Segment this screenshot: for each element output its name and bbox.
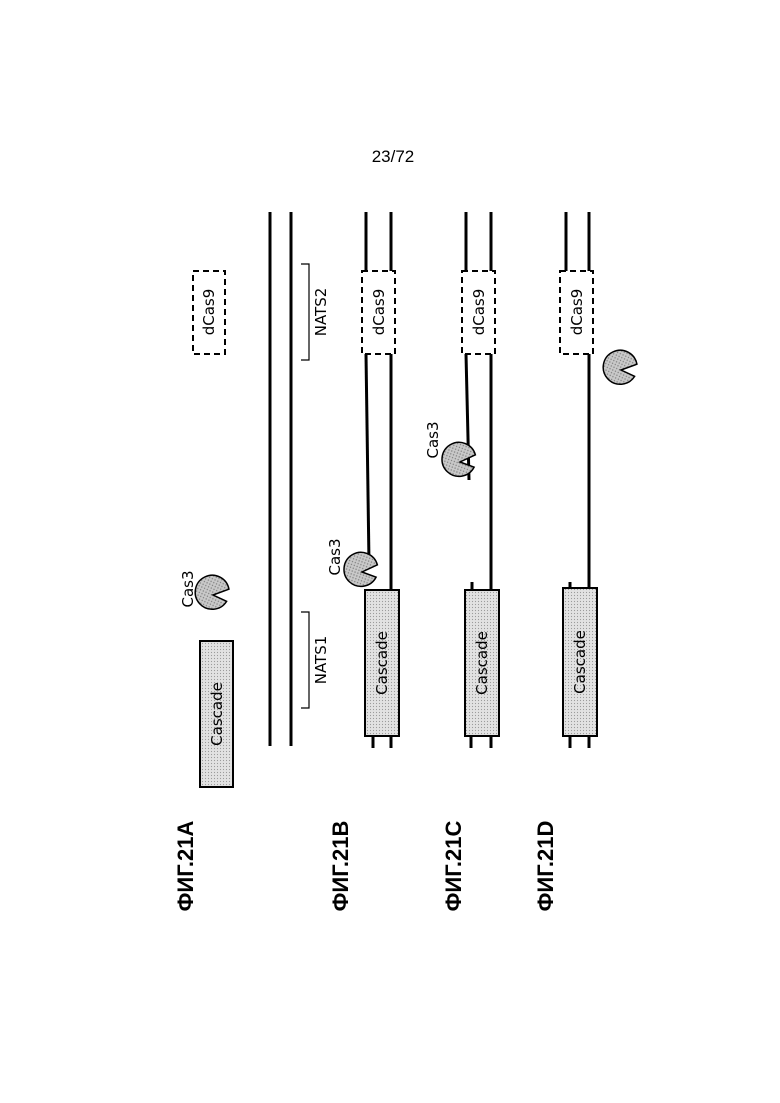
dcas9-label: dCas9 bbox=[568, 289, 586, 336]
figure-label-21d: ФИГ.21D bbox=[533, 821, 558, 912]
unwound-strand bbox=[466, 354, 469, 480]
cas3-label: Cas3 bbox=[424, 421, 442, 458]
cas3-label: Cas3 bbox=[326, 538, 344, 575]
cas3-label: Cas3 bbox=[179, 570, 197, 607]
nats1-bracket bbox=[301, 612, 309, 708]
nats1-label: NATS1 bbox=[312, 636, 330, 685]
figure-21a: Cascade Cas3 dCas9 NATS2 NATS1 bbox=[179, 212, 330, 787]
figure-label-21b: ФИГ.21В bbox=[328, 821, 353, 912]
cascade-label: Cascade bbox=[373, 631, 391, 695]
cas3-enzyme bbox=[598, 345, 643, 390]
page-number: 23/72 bbox=[372, 147, 415, 166]
figure-21c: dCas9 Cas3 Cascade bbox=[424, 212, 499, 748]
dcas9-label: dCas9 bbox=[370, 289, 388, 336]
dcas9-label: dCas9 bbox=[470, 289, 488, 336]
cas3-enzyme bbox=[339, 548, 382, 592]
dcas9-label: dCas9 bbox=[200, 289, 218, 336]
cas3-enzyme bbox=[437, 438, 480, 482]
cascade-label: Cascade bbox=[208, 682, 226, 746]
figure-label-21c: ФИГ.21С bbox=[441, 821, 466, 912]
cascade-label: Cascade bbox=[571, 630, 589, 694]
unwound-strand bbox=[366, 354, 369, 563]
figure-label-21a: ФИГ.21А bbox=[173, 821, 198, 912]
nats2-bracket bbox=[301, 264, 309, 360]
figure-21d: dCas9 Cascade bbox=[560, 212, 643, 748]
cascade-label: Cascade bbox=[473, 631, 491, 695]
nats2-label: NATS2 bbox=[312, 288, 330, 337]
figure-21b: dCas9 Cas3 Cascade bbox=[326, 212, 399, 748]
